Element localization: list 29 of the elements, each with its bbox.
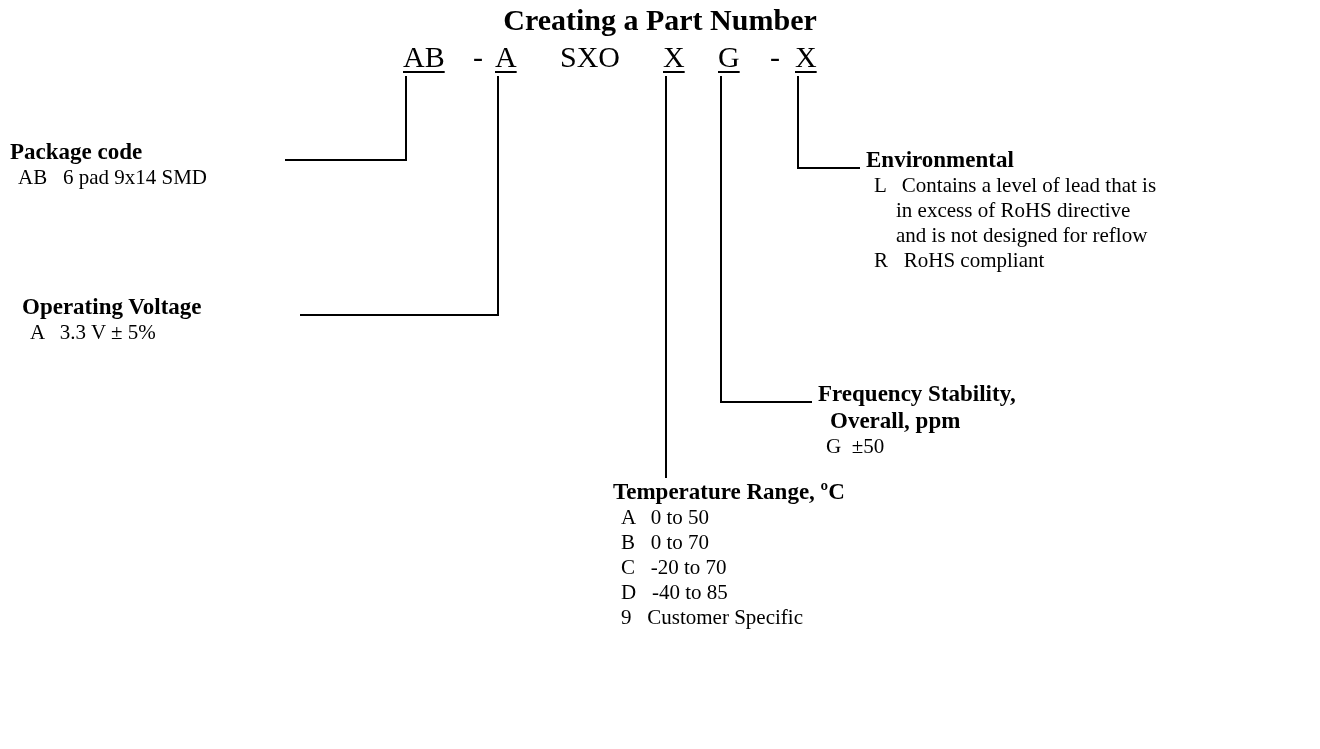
code-field: A (495, 40, 517, 74)
option-text: R RoHS compliant (873, 248, 1046, 273)
leader-line (720, 75, 813, 403)
option-text: A 3.3 V ± 5% (29, 320, 157, 345)
field-heading: Temperature Range, ºC (613, 478, 846, 505)
leader-line (665, 75, 667, 479)
separator: - (770, 40, 780, 74)
code-field: X (663, 40, 685, 74)
code-field: AB (403, 40, 445, 74)
option-text: 9 Customer Specific (620, 605, 804, 630)
leader-line (284, 75, 407, 161)
option-text: A 0 to 50 (620, 505, 711, 530)
option-text: AB 6 pad 9x14 SMD (17, 165, 208, 190)
field-heading: Environmental (866, 146, 1015, 173)
option-text: B 0 to 70 (620, 530, 711, 555)
code-field: X (795, 40, 817, 74)
code-field: G (718, 40, 740, 74)
option-text: C -20 to 70 (620, 555, 728, 580)
option-text: L Contains a level of lead that is in excess of RoHS directive and is not designed for reflow (873, 173, 1158, 248)
leader-line (797, 75, 861, 169)
title: Creating a Part Number (502, 2, 818, 38)
field-heading: Frequency Stability, Overall, ppm (818, 380, 1017, 434)
field-heading: Operating Voltage (22, 293, 203, 320)
option-text: D -40 to 85 (620, 580, 729, 605)
option-text: G ±50 (825, 434, 886, 459)
series-code: SXO (560, 40, 620, 74)
separator: - (473, 40, 483, 74)
leader-line (299, 75, 499, 316)
field-heading: Package code (10, 138, 144, 165)
